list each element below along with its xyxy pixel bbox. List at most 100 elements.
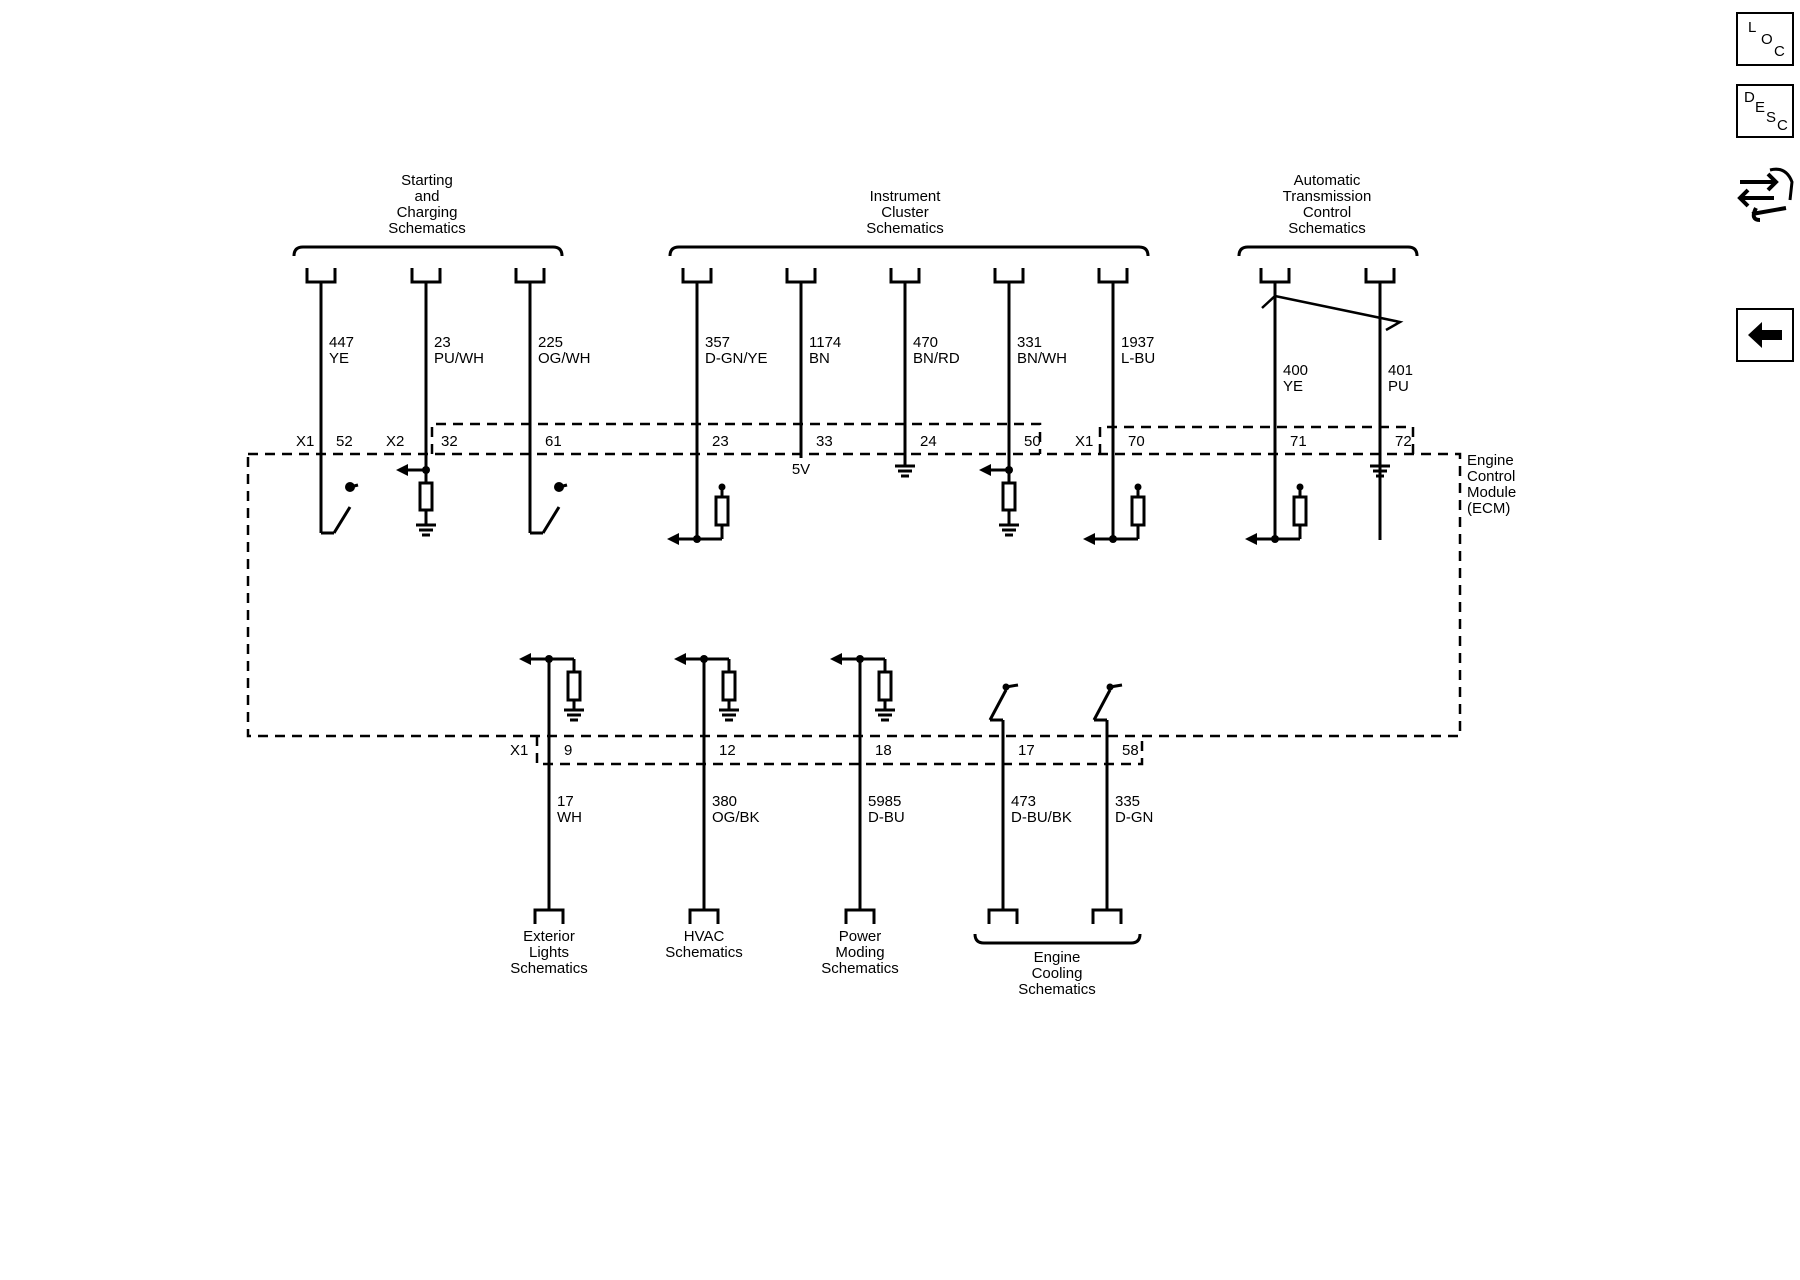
bottom-group-label: Moding bbox=[835, 944, 884, 961]
group-brace bbox=[973, 933, 1142, 945]
connector-top bbox=[993, 268, 1025, 284]
pin-number: 17 bbox=[1018, 742, 1035, 759]
connector-top bbox=[305, 268, 337, 284]
wire-color-label: D-GN/YE bbox=[705, 350, 768, 367]
bottom-group-label: HVAC bbox=[684, 928, 725, 945]
pin-number: 24 bbox=[920, 433, 937, 450]
connector-top bbox=[1259, 268, 1291, 284]
arrow-left bbox=[674, 653, 686, 665]
module-label: Engine bbox=[1467, 452, 1514, 469]
arrow-left bbox=[519, 653, 531, 665]
wire-color-label: D-BU bbox=[868, 809, 905, 826]
description-button[interactable]: D E S C bbox=[1736, 84, 1794, 138]
switch-contact bbox=[1005, 683, 1019, 689]
pin-number: 61 bbox=[545, 433, 562, 450]
switch-arm bbox=[988, 689, 1008, 721]
wire-color-label: BN/WH bbox=[1017, 350, 1067, 367]
twisted-pair-mark bbox=[1261, 294, 1404, 332]
bottom-group-label: Schematics bbox=[821, 960, 899, 977]
top-group-label: Starting bbox=[401, 172, 453, 189]
connector-x1-outline bbox=[1098, 425, 1415, 454]
connector-top bbox=[410, 268, 442, 284]
wire-color-label: WH bbox=[557, 809, 582, 826]
wire-circuit-number: 447 bbox=[329, 334, 354, 351]
bottom-group-label: Schematics bbox=[665, 944, 743, 961]
connector-bottom bbox=[987, 908, 1019, 924]
connector-top bbox=[889, 268, 921, 284]
bottom-group-label: Engine bbox=[1034, 949, 1081, 966]
wire-color-label: YE bbox=[1283, 378, 1303, 395]
bottom-group-label: Exterior bbox=[523, 928, 575, 945]
loc-letter-c: C bbox=[1774, 43, 1785, 60]
connector-bottom bbox=[1091, 908, 1123, 924]
connector-bottom bbox=[533, 908, 565, 924]
group-brace bbox=[1237, 245, 1419, 257]
group-brace bbox=[292, 245, 564, 257]
loc-letter-l: L bbox=[1748, 19, 1757, 36]
wire-color-label: D-BU/BK bbox=[1011, 809, 1072, 826]
resistor-symbol bbox=[566, 670, 582, 702]
pin-number: 32 bbox=[441, 433, 458, 450]
pin-number: 50 bbox=[1024, 433, 1041, 450]
wire-circuit-number: 470 bbox=[913, 334, 938, 351]
resistor-symbol bbox=[721, 670, 737, 702]
arrow-left bbox=[1083, 533, 1095, 545]
connector-bottom bbox=[844, 908, 876, 924]
wire-circuit-number: 1174 bbox=[809, 334, 841, 351]
arrow-left-icon bbox=[1748, 322, 1782, 348]
resistor-symbol bbox=[1292, 495, 1308, 527]
switch-contact bbox=[558, 483, 568, 489]
connector-label: X1 bbox=[510, 742, 528, 759]
wire-color-label: PU/WH bbox=[434, 350, 484, 367]
pin-number: 58 bbox=[1122, 742, 1139, 759]
wire-circuit-number: 400 bbox=[1283, 362, 1308, 379]
pullup-source bbox=[1296, 483, 1304, 491]
connector-x2-outline bbox=[430, 422, 1042, 454]
pullup-source bbox=[1134, 483, 1142, 491]
wire-color-label: YE bbox=[329, 350, 349, 367]
switch-contact bbox=[349, 483, 359, 489]
connector-label: X1 bbox=[1075, 433, 1093, 450]
pullup-source bbox=[718, 483, 726, 491]
pin-number: 71 bbox=[1290, 433, 1307, 450]
desc-letter-d: D bbox=[1744, 89, 1755, 106]
wire-circuit-number: 401 bbox=[1388, 362, 1413, 379]
ecm-module-outline bbox=[246, 452, 1462, 738]
pin-number: 70 bbox=[1128, 433, 1145, 450]
connector-label: X1 bbox=[296, 433, 314, 450]
wire-circuit-number: 5985 bbox=[868, 793, 901, 810]
desc-letter-s: S bbox=[1766, 109, 1777, 126]
resistor-symbol bbox=[714, 495, 730, 527]
connector-top bbox=[785, 268, 817, 284]
wire-color-label: OG/BK bbox=[712, 809, 760, 826]
bottom-group-label: Lights bbox=[529, 944, 569, 961]
module-label: Control bbox=[1467, 468, 1515, 485]
switch-arm bbox=[1092, 689, 1112, 721]
pin-number: 9 bbox=[564, 742, 572, 759]
wire-circuit-number: 473 bbox=[1011, 793, 1036, 810]
resistor-symbol bbox=[418, 481, 434, 512]
resistor-symbol bbox=[1001, 481, 1017, 512]
pin-number: 23 bbox=[712, 433, 729, 450]
connector-info-button[interactable] bbox=[1736, 160, 1794, 222]
location-button[interactable]: L O C bbox=[1736, 12, 1794, 66]
bottom-group-label: Power bbox=[839, 928, 882, 945]
wire-color-label: L-BU bbox=[1121, 350, 1155, 367]
pin-number: 33 bbox=[816, 433, 833, 450]
switch-arm bbox=[541, 506, 561, 534]
top-group-label: and bbox=[414, 188, 439, 205]
arrow-left bbox=[667, 533, 679, 545]
connector-hand-icon bbox=[1737, 167, 1794, 222]
top-group-label: Control bbox=[1303, 204, 1351, 221]
wire-circuit-number: 1937 bbox=[1121, 334, 1154, 351]
wire-color-label: BN bbox=[809, 350, 830, 367]
connector-top bbox=[1097, 268, 1129, 284]
pin-number: 12 bbox=[719, 742, 736, 759]
wire-circuit-number: 335 bbox=[1115, 793, 1140, 810]
top-group-label: Automatic bbox=[1294, 172, 1361, 189]
top-group-label: Schematics bbox=[388, 220, 466, 237]
loc-letter-o: O bbox=[1761, 31, 1773, 48]
back-button[interactable] bbox=[1736, 308, 1794, 362]
wire-circuit-number: 357 bbox=[705, 334, 730, 351]
